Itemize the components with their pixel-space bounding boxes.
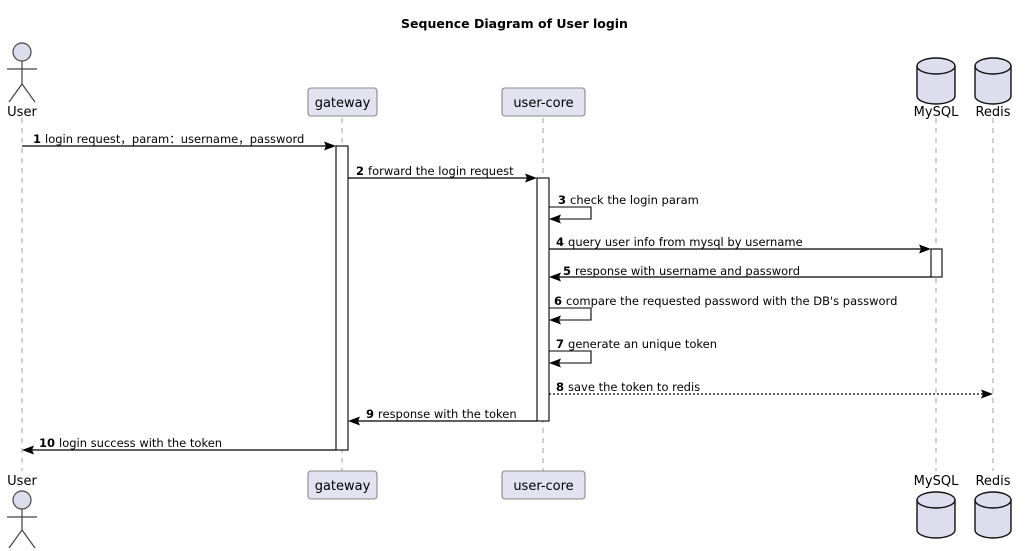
- participant-box-user-core-top[interactable]: [501, 87, 586, 117]
- actor-head-icon: [12, 42, 32, 62]
- arrowhead-3: [549, 214, 561, 224]
- activation-bars: [335, 145, 943, 451]
- arrowhead-5: [549, 272, 561, 282]
- participant-gateway-top[interactable]: gateway: [307, 87, 378, 117]
- participant-label-mysql-bottom: MySQL: [914, 474, 959, 489]
- actor-leg-right-bottom: [21, 529, 36, 549]
- participant-redis-top[interactable]: Redis: [974, 57, 1012, 120]
- participant-box-gateway-bottom[interactable]: [307, 470, 378, 500]
- arrowhead-2: [525, 173, 537, 183]
- participant-user-bottom[interactable]: User: [7, 474, 37, 549]
- participant-user-core-bottom[interactable]: user-core: [501, 470, 586, 500]
- activation-bar-mysql: [930, 248, 943, 278]
- participant-user-top[interactable]: User: [7, 42, 37, 120]
- diagram-title: Sequence Diagram of User login: [401, 16, 628, 31]
- participant-label-gateway-top: gateway: [315, 96, 371, 111]
- arrowhead-4: [919, 244, 931, 254]
- participant-label-user-bottom: User: [7, 474, 37, 489]
- database-cylinder-top-mysql-top: [916, 57, 956, 75]
- database-cylinder-top-redis-top: [974, 57, 1012, 75]
- activation-bar-gateway: [335, 145, 349, 451]
- arrowhead-8: [981, 389, 993, 399]
- participant-label-user-core-top: user-core: [513, 96, 573, 111]
- arrowhead-1: [324, 141, 336, 151]
- actor-leg-right: [21, 83, 36, 103]
- participant-redis-bottom[interactable]: Redis: [974, 474, 1012, 539]
- message-line-3: [549, 206, 592, 220]
- database-cylinder-body-mysql-bottom[interactable]: [916, 499, 956, 539]
- arrowhead-10: [22, 445, 34, 455]
- participant-label-redis-bottom: Redis: [975, 474, 1010, 489]
- participant-label-user-core-bottom: user-core: [513, 479, 573, 494]
- database-cylinder-body-mysql-top[interactable]: [916, 65, 956, 105]
- participant-label-mysql-top: MySQL: [914, 105, 959, 120]
- participant-label-gateway-bottom: gateway: [315, 479, 371, 494]
- participant-gateway-bottom[interactable]: gateway: [307, 470, 378, 500]
- participant-box-user-core-bottom[interactable]: [501, 470, 586, 500]
- participant-label-user-top: User: [7, 105, 37, 120]
- activation-bar-user-core: [536, 177, 550, 422]
- participant-user-core-top[interactable]: user-core: [501, 87, 586, 117]
- participant-label-redis-top: Redis: [975, 105, 1010, 120]
- arrowhead-6: [549, 315, 561, 325]
- database-cylinder-top-mysql-bottom: [916, 491, 956, 509]
- actor-leg-left-bottom: [8, 529, 23, 549]
- arrowhead-7: [549, 358, 561, 368]
- message-line-6: [549, 307, 592, 321]
- participant-mysql-bottom[interactable]: MySQL: [914, 474, 959, 539]
- database-cylinder-body-redis-top[interactable]: [974, 65, 1012, 105]
- database-cylinder-top-redis-bottom: [974, 491, 1012, 509]
- participant-box-gateway-top[interactable]: [307, 87, 378, 117]
- message-line-7: [549, 350, 592, 364]
- database-cylinder-body-redis-bottom[interactable]: [974, 499, 1012, 539]
- arrowhead-9: [348, 416, 360, 426]
- actor-leg-left: [8, 83, 23, 103]
- participant-mysql-top[interactable]: MySQL: [914, 57, 959, 120]
- actor-head-icon-bottom: [12, 490, 32, 510]
